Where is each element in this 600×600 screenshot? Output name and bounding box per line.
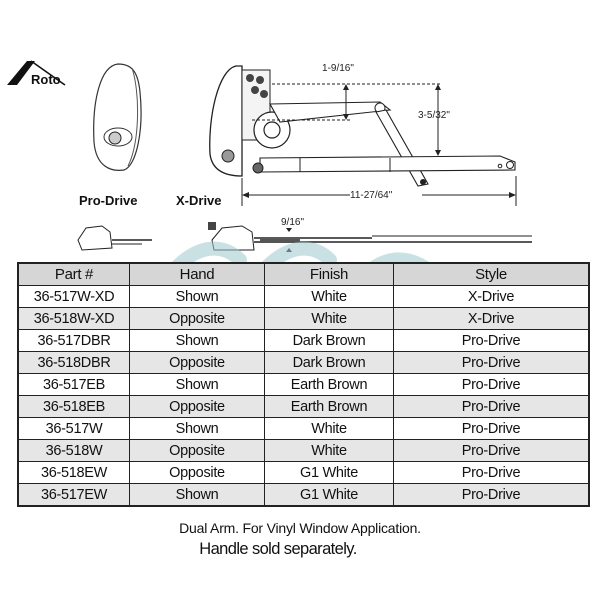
hand: Shown (129, 483, 265, 507)
style: Pro-Drive (393, 395, 590, 418)
hand: Opposite (129, 307, 265, 330)
part-number: 36-518EB (17, 395, 130, 418)
part-number: 36-518DBR (17, 351, 130, 374)
dimension-profile: 9/16" (281, 217, 305, 228)
column-header-part: Part # (17, 262, 130, 286)
dimension-arm-offset: 1-9/16" (322, 63, 354, 74)
column-header-style: Style (393, 262, 590, 286)
style: Pro-Drive (393, 483, 590, 507)
hand: Opposite (129, 395, 265, 418)
dimension-length: 11-27/64" (350, 190, 393, 201)
style: Pro-Drive (393, 439, 590, 462)
hand: Shown (129, 373, 265, 396)
finish: White (264, 307, 394, 330)
logo-text: Roto (31, 72, 61, 87)
part-number: 36-518W (17, 439, 130, 462)
hand: Shown (129, 285, 265, 308)
finish: G1 White (264, 483, 394, 507)
finish: Dark Brown (264, 351, 394, 374)
side-profile-image (77, 222, 532, 252)
part-number: 36-518W-XD (17, 307, 130, 330)
x-drive-operator-image (209, 65, 517, 206)
application-note: Dual Arm. For Vinyl Window Application. (179, 520, 421, 536)
pro-drive-label: Pro-Drive (79, 193, 138, 208)
pro-drive-cover-image (93, 63, 142, 171)
style: Pro-Drive (393, 461, 590, 484)
hand: Shown (129, 417, 265, 440)
hand: Opposite (129, 439, 265, 462)
hand: Opposite (129, 351, 265, 374)
style: Pro-Drive (393, 329, 590, 352)
finish: White (264, 417, 394, 440)
style: X-Drive (393, 307, 590, 330)
finish: White (264, 439, 394, 462)
finish: Earth Brown (264, 373, 394, 396)
hand: Shown (129, 329, 265, 352)
finish: Earth Brown (264, 395, 394, 418)
part-number: 36-517EB (17, 373, 130, 396)
style: Pro-Drive (393, 351, 590, 374)
dimension-height: 3-5/32" (418, 110, 450, 121)
part-number: 36-517EW (17, 483, 130, 507)
x-drive-label: X-Drive (176, 193, 222, 208)
style: Pro-Drive (393, 417, 590, 440)
style: X-Drive (393, 285, 590, 308)
finish: Dark Brown (264, 329, 394, 352)
finish: White (264, 285, 394, 308)
handle-note: Handle sold separately. (199, 540, 357, 558)
roto-logo: Roto (5, 57, 67, 87)
part-number: 36-517W (17, 417, 130, 440)
hand: Opposite (129, 461, 265, 484)
style: Pro-Drive (393, 373, 590, 396)
table-header-row: Part # Hand Finish Style (17, 262, 590, 286)
part-number: 36-518EW (17, 461, 130, 484)
column-header-finish: Finish (264, 262, 394, 286)
finish: G1 White (264, 461, 394, 484)
part-number: 36-517W-XD (17, 285, 130, 308)
roof-icon (7, 60, 66, 86)
column-header-hand: Hand (129, 262, 265, 286)
part-number: 36-517DBR (17, 329, 130, 352)
